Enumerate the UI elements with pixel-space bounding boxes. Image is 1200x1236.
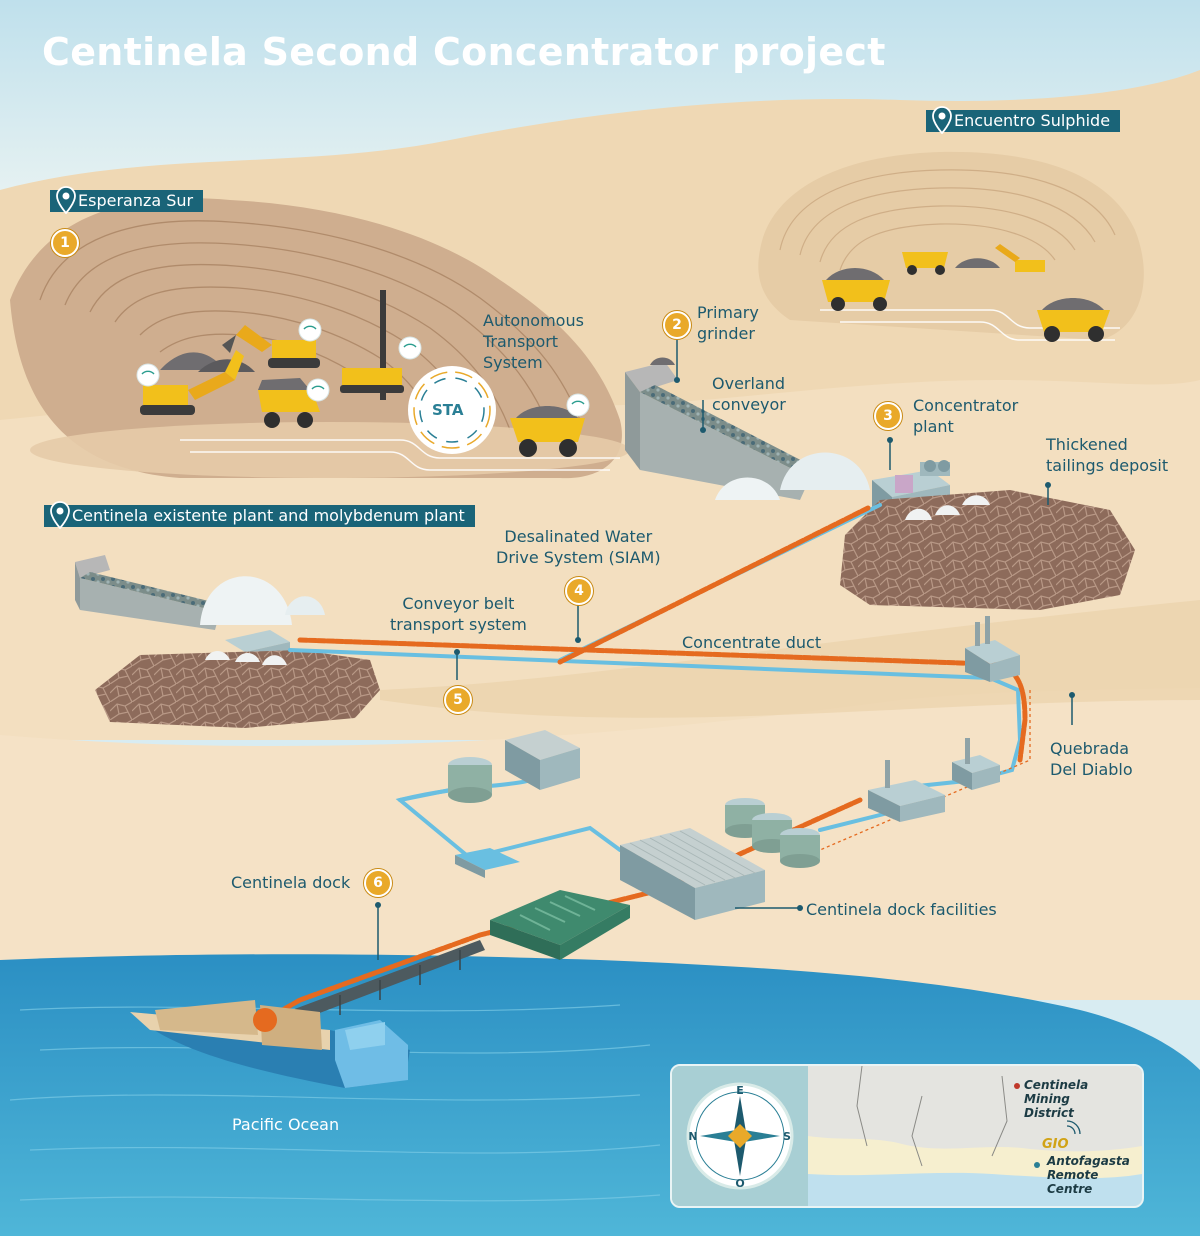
label-quebrada-del-diablo: Quebrada Del Diablo bbox=[1050, 739, 1133, 779]
location-tag-label: Encuentro Sulphide bbox=[954, 111, 1111, 130]
label-conveyor-belt: Conveyor belt transport system bbox=[390, 594, 527, 634]
marker-4: 4 bbox=[565, 577, 593, 605]
haul-road-lines bbox=[180, 309, 1120, 471]
compass-letter-n: N bbox=[688, 1130, 697, 1143]
label-concentrate-duct: Concentrate duct bbox=[682, 633, 822, 652]
concentrator-domes bbox=[715, 452, 870, 500]
page-title: Centinela Second Concentrator project bbox=[42, 30, 886, 74]
location-pin-icon bbox=[932, 106, 952, 134]
thickened-tailings-deposit bbox=[840, 490, 1135, 610]
label-centinela-dock: Centinela dock bbox=[231, 873, 351, 892]
label-dock-facilities: Centinela dock facilities bbox=[806, 900, 997, 919]
marker-2: 2 bbox=[663, 311, 691, 339]
marker-5: 5 bbox=[444, 686, 472, 714]
inset-label-gio: GIO bbox=[1042, 1137, 1069, 1152]
location-pin-icon bbox=[56, 186, 76, 214]
label-overland-conveyor: Overland conveyor bbox=[712, 374, 786, 414]
desalination-area-graphic bbox=[448, 730, 580, 878]
label-pacific-ocean: Pacific Ocean bbox=[232, 1115, 340, 1134]
existing-mounds bbox=[205, 651, 287, 665]
esperanza-equipment bbox=[136, 290, 590, 457]
location-tag-label: Esperanza Sur bbox=[78, 191, 194, 210]
marker-6: 6 bbox=[364, 869, 392, 897]
compass-letter-s: S bbox=[783, 1130, 791, 1143]
label-autonomous-transport: Autonomous Transport System bbox=[483, 311, 584, 372]
label-thickened-tailings: Thickened tailings deposit bbox=[1046, 435, 1169, 475]
ship-graphic bbox=[130, 1000, 410, 1088]
dock-facilities-graphic bbox=[620, 828, 765, 920]
inset-map: E O N S Centinela Mining District GIO An… bbox=[670, 1064, 1144, 1208]
inset-label-centinela-mining: Centinela Mining District bbox=[1024, 1078, 1089, 1120]
sta-badge-graphic bbox=[408, 366, 496, 454]
location-tag-esperanza-sur: Esperanza Sur bbox=[50, 186, 204, 214]
label-desalinated-water: Desalinated Water Drive System (SIAM) bbox=[496, 527, 661, 567]
compass-letter-e: E bbox=[736, 1084, 744, 1097]
marker-3: 3 bbox=[874, 402, 902, 430]
location-tag-label: Centinela existente plant and molybdenum… bbox=[72, 506, 465, 525]
location-tag-centinela-existente: Centinela existente plant and molybdenum… bbox=[44, 501, 475, 529]
compass-letter-o: O bbox=[735, 1177, 744, 1190]
location-tag-encuentro-sulphide: Encuentro Sulphide bbox=[926, 106, 1121, 134]
jetty-graphic bbox=[265, 890, 630, 1030]
overland-conveyor-graphic bbox=[625, 357, 820, 500]
leader-dots bbox=[375, 377, 1075, 911]
marker-1: 1 bbox=[51, 229, 79, 257]
label-concentrator-plant: Concentrator plant bbox=[913, 396, 1019, 436]
quebrada-plant-graphic bbox=[965, 616, 1020, 682]
label-primary-grinder: Primary grinder bbox=[697, 303, 759, 343]
existing-plant-graphic bbox=[75, 555, 325, 670]
inset-map-drawing: E O N S bbox=[672, 1066, 1142, 1206]
location-pin-icon bbox=[50, 501, 70, 529]
tailings-mounds bbox=[905, 495, 990, 520]
dock-tanks bbox=[725, 798, 820, 868]
encuentro-equipment bbox=[822, 244, 1110, 342]
leader-lines bbox=[377, 340, 1073, 960]
existing-tailings-deposit bbox=[95, 650, 380, 728]
dock-plants-right bbox=[868, 738, 1000, 822]
desert-near bbox=[0, 688, 1200, 1000]
label-sta: STA bbox=[432, 401, 464, 419]
inset-label-antofagasta: Antofagasta Remote Centre bbox=[1047, 1154, 1130, 1196]
